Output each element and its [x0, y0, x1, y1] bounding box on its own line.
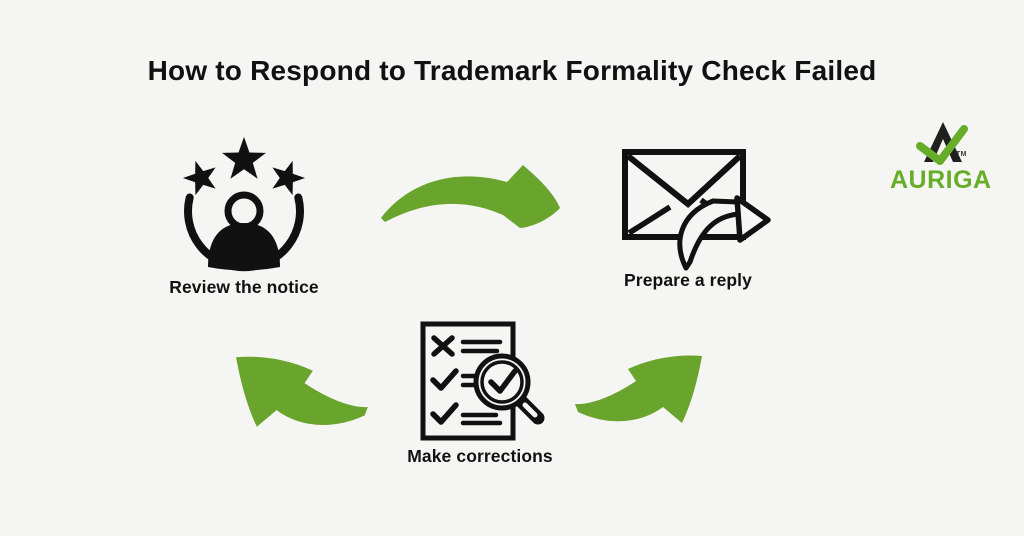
page-title: How to Respond to Trademark Formality Ch… [147, 55, 877, 86]
star-icon [222, 136, 266, 179]
magnifier-lens [473, 353, 531, 411]
person-body [208, 223, 280, 271]
trademark-symbol: TM [956, 151, 967, 158]
star-icon [179, 155, 222, 198]
star-icon [266, 155, 309, 198]
envelope-fold-line [627, 204, 672, 236]
curved-arrow-up-left-icon [236, 356, 368, 427]
lens-check-mark-icon [488, 368, 518, 394]
logo-checkmark [916, 125, 968, 165]
step-reply-label: Prepare a reply [624, 270, 752, 290]
magnifier-handle-inner [522, 402, 538, 418]
checklist-magnifier-icon [420, 321, 545, 441]
curved-arrow-right-icon [381, 165, 560, 228]
reply-arrow-head [734, 195, 771, 243]
step-review-label: Review the notice [169, 277, 319, 297]
step-corrections-label: Make corrections [407, 446, 553, 466]
check-mark-icon [430, 402, 459, 425]
x-mark-icon [431, 335, 455, 357]
text-lines [460, 412, 503, 426]
curved-arrow-up-right-icon [575, 355, 702, 423]
envelope-reply-icon [622, 149, 771, 271]
envelope-flap [626, 153, 743, 208]
text-lines [460, 339, 503, 354]
customer-review-icon [179, 136, 309, 272]
person-head [224, 191, 264, 231]
check-mark-icon [430, 368, 459, 391]
magnifier-lens-inner-rim [480, 360, 524, 404]
auriga-brand-text: AURIGA [890, 166, 992, 194]
auriga-logo-mark-icon [916, 122, 968, 165]
